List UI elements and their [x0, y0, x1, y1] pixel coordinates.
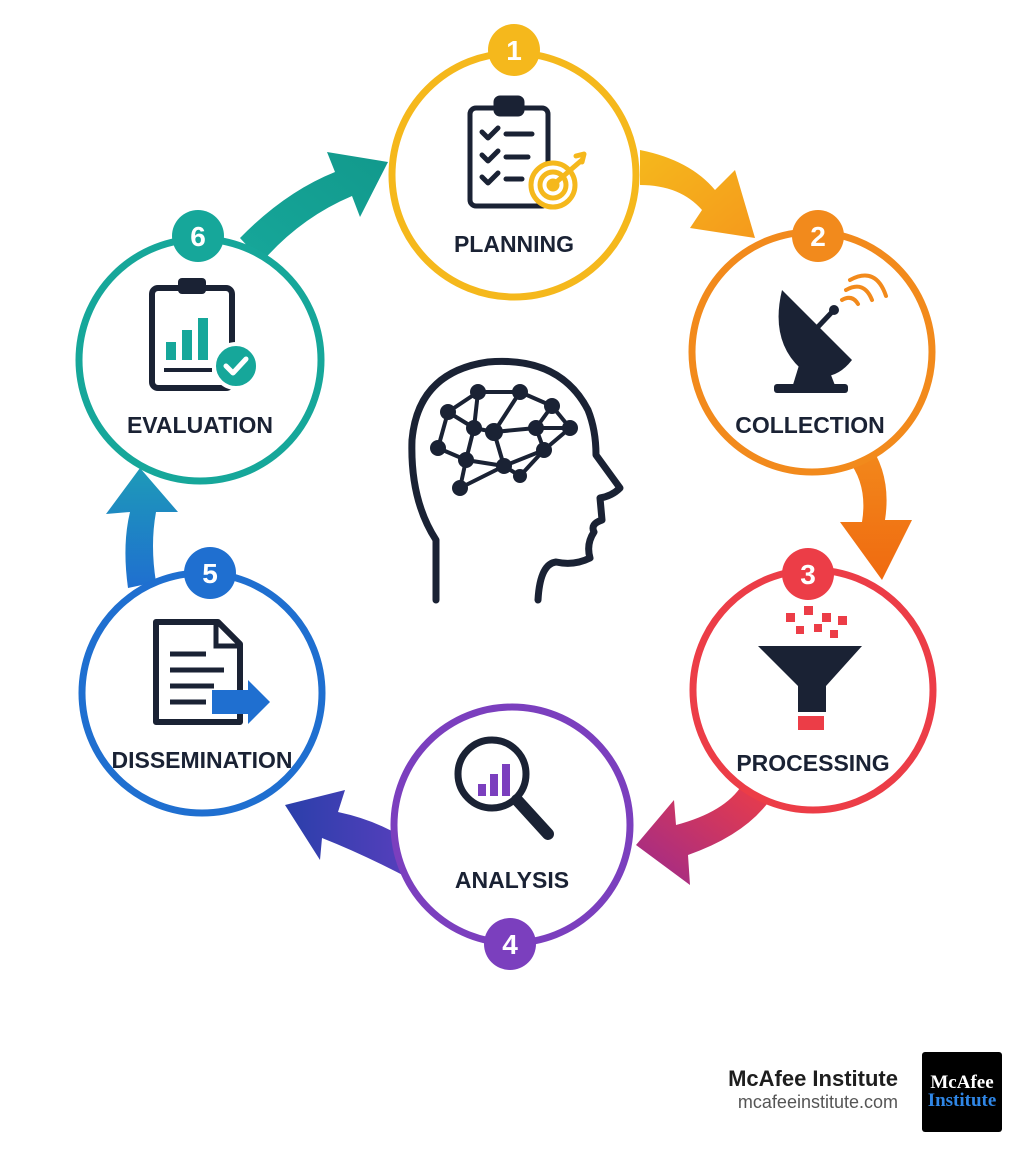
stage-label-processing: PROCESSING [736, 750, 889, 776]
clipboard-chart-check-icon [149, 278, 260, 391]
brand-block: McAfee Institute mcafeeinstitute.com McA… [700, 1052, 1010, 1134]
arrow-evaluation-to-planning [240, 152, 388, 262]
arrow-processing-to-analysis [636, 785, 770, 885]
stage-evaluation: 6 EVALUATION [75, 210, 325, 485]
badge-processing [782, 548, 834, 600]
cycle-arrows [106, 150, 912, 885]
stage-label-evaluation: EVALUATION [127, 412, 273, 438]
stage-processing: 3 PROCESSING [689, 548, 937, 814]
arrow-dissemination-to-evaluation [106, 468, 178, 588]
badge-number-evaluation: 6 [190, 221, 206, 252]
arrow-analysis-to-dissemination [285, 790, 418, 880]
badge-number-planning: 1 [506, 35, 522, 66]
stage-label-analysis: ANALYSIS [455, 867, 569, 893]
stage-dissemination: 5 DISSEMINATION [78, 547, 326, 817]
brand-logo-icon: McAfee Institute [922, 1052, 1002, 1132]
badge-collection [792, 210, 844, 262]
badge-number-analysis: 4 [502, 929, 518, 960]
brand-url[interactable]: mcafeeinstitute.com [737, 1092, 898, 1112]
badge-analysis [484, 918, 536, 970]
badge-number-processing: 3 [800, 559, 816, 590]
stage-collection: 2 COLLECTION [688, 210, 936, 476]
badge-number-dissemination: 5 [202, 558, 218, 589]
magnifier-chart-icon [454, 736, 554, 840]
brain-network-head-icon [408, 357, 624, 604]
satellite-dish-icon [774, 273, 888, 393]
stage-planning: 1 PLANNING [388, 24, 640, 301]
brand-name: McAfee Institute [728, 1066, 898, 1091]
document-arrow-icon [153, 619, 270, 725]
stage-label-collection: COLLECTION [735, 412, 885, 438]
stage-label-planning: PLANNING [454, 231, 574, 257]
arrow-planning-to-collection [640, 150, 755, 238]
clipboard-target-icon [467, 95, 587, 210]
badge-planning [488, 24, 540, 76]
brand-logo-line1: McAfee [930, 1072, 994, 1093]
badge-number-collection: 2 [810, 221, 826, 252]
arrow-collection-to-processing [840, 442, 912, 580]
brand-logo-line2: Institute [927, 1090, 997, 1111]
badge-dissemination [184, 547, 236, 599]
stage-analysis: 4 ANALYSIS [390, 703, 634, 970]
funnel-icon [758, 606, 862, 730]
badge-evaluation [172, 210, 224, 262]
stage-label-dissemination: DISSEMINATION [111, 747, 292, 773]
